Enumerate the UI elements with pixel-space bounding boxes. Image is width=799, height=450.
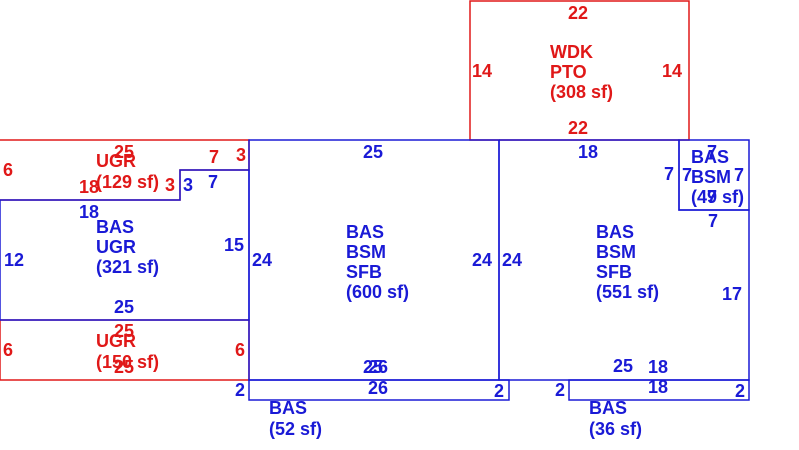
bas-center-dim-bottom-a: 25 (363, 357, 383, 377)
bas-small-label-line-2: BSM (691, 167, 731, 187)
bas-small-area: 7 7 7 7 BAS BSM (49 sf) (682, 142, 744, 207)
bas-center-dim-bottom-b: 26 (368, 357, 388, 377)
bas-center-label-line-2: BSM (346, 242, 386, 262)
bas-left-dim-step: 7 (208, 172, 218, 192)
ugr-bottom-dim-left: 6 (3, 340, 13, 360)
bas-52-label-line-2: (52 sf) (269, 419, 322, 439)
bas-left-label-line-1: BAS (96, 217, 134, 237)
bas-small-dim-left: 7 (682, 165, 692, 185)
bas-right-label-line-1: BAS (596, 222, 634, 242)
ugr-bottom-dim-right: 6 (235, 340, 245, 360)
ugr-top-dim-right: 3 (236, 145, 246, 165)
bas-36-label-line-2: (36 sf) (589, 419, 642, 439)
bas-center-label-line-4: (600 sf) (346, 282, 409, 302)
bas-center-label-line-3: SFB (346, 262, 382, 282)
ugr-bottom-dim-bottom: 25 (114, 357, 134, 377)
bas-left-label-line-2: UGR (96, 237, 136, 257)
wdk-label-line-2: PTO (550, 62, 587, 82)
wdk-dim-left: 14 (472, 61, 492, 81)
ugr-top-dim-top: 25 (114, 142, 134, 162)
wdk-label-line-3: (308 sf) (550, 82, 613, 102)
bas-center-dim-right: 24 (472, 250, 492, 270)
bas-52-dim-right: 2 (494, 381, 504, 401)
wdk-dim-right: 14 (662, 61, 682, 81)
bas-center-area: 25 24 24 25 26 BAS BSM SFB (600 sf) (252, 142, 492, 377)
ugr-top-dim-bottom: 18 (79, 177, 99, 197)
ugr-top-dim-inner: 3 (165, 175, 175, 195)
bas-right-dim-bottom-b: 18 (648, 357, 668, 377)
ugr-bottom-label-line-2: (150 sf) (96, 352, 159, 372)
bas-small-dim-bottom: 7 (707, 187, 717, 207)
bas-right-label-line-3: SFB (596, 262, 632, 282)
bas-36-dim-top: 18 (648, 377, 668, 397)
bas-right-area: 18 7 7 24 17 25 18 BAS BSM SFB (551 sf) (502, 142, 742, 377)
bas-52-outline[interactable] (248, 379, 510, 401)
blue-outlines (0, 139, 750, 401)
bas-36-area: 2 18 2 BAS (36 sf) (555, 377, 745, 439)
ugr-top-label-line-2: (129 sf) (96, 172, 159, 192)
bas-right-dim-bottom-a: 25 (613, 356, 633, 376)
bas-right-dim-notch-left: 7 (664, 164, 674, 184)
wdk-dim-top: 22 (568, 3, 588, 23)
ugr-bottom-label-line-1: UGR (96, 331, 136, 351)
ugr-top-area: 25 6 7 3 18 3 UGR (129 sf) (3, 142, 246, 197)
bas-52-dim-top: 26 (368, 378, 388, 398)
bas-left-dim-notch: 3 (183, 175, 193, 195)
bas-36-label-line-1: BAS (589, 398, 627, 418)
bas-52-dim-left: 2 (235, 380, 245, 400)
wdk-label-line-1: WDK (550, 42, 593, 62)
bas-left-dim-top: 18 (79, 202, 99, 222)
bas-left-dim-right: 15 (224, 235, 244, 255)
bas-right-label-line-4: (551 sf) (596, 282, 659, 302)
bas-right-dim-notch-bottom: 7 (708, 211, 718, 231)
bas-center-dim-left: 24 (252, 250, 272, 270)
bas-right-label-line-2: BSM (596, 242, 636, 262)
bas-right-dim-top: 18 (578, 142, 598, 162)
ugr-bottom-dim-top: 25 (114, 321, 134, 341)
bas-center-label-line-1: BAS (346, 222, 384, 242)
bas-small-label-line-3: (49 sf) (691, 187, 744, 207)
wdk-area: 22 14 14 22 WDK PTO (308 sf) (472, 3, 682, 138)
bas-right-dim-left: 24 (502, 250, 522, 270)
ugr-top-dim-step: 7 (209, 147, 219, 167)
bas-left-dim-left: 12 (4, 250, 24, 270)
bas-36-dim-left: 2 (555, 380, 565, 400)
bas-small-label-line-1: BAS (691, 147, 729, 167)
ugr-top-label-line-1: UGR (96, 151, 136, 171)
bas-left-area: 3 7 18 12 15 25 BAS UGR (321 sf) (4, 172, 244, 317)
bas-52-area: 2 26 2 BAS (52 sf) (235, 378, 504, 439)
bas-left-dim-bottom: 25 (114, 297, 134, 317)
bas-right-dim-right: 17 (722, 284, 742, 304)
bas-small-outline[interactable] (678, 139, 750, 211)
wdk-dim-bottom: 22 (568, 118, 588, 138)
bas-52-label-line-1: BAS (269, 398, 307, 418)
bas-36-outline[interactable] (568, 379, 750, 401)
bas-left-label-line-3: (321 sf) (96, 257, 159, 277)
bas-center-dim-top: 25 (363, 142, 383, 162)
bas-small-dim-right: 7 (734, 165, 744, 185)
ugr-bottom-area: 25 6 6 25 UGR (150 sf) (3, 321, 245, 377)
ugr-top-dim-left: 6 (3, 160, 13, 180)
bas-small-dim-top: 7 (707, 142, 717, 162)
bas-36-dim-right: 2 (735, 381, 745, 401)
